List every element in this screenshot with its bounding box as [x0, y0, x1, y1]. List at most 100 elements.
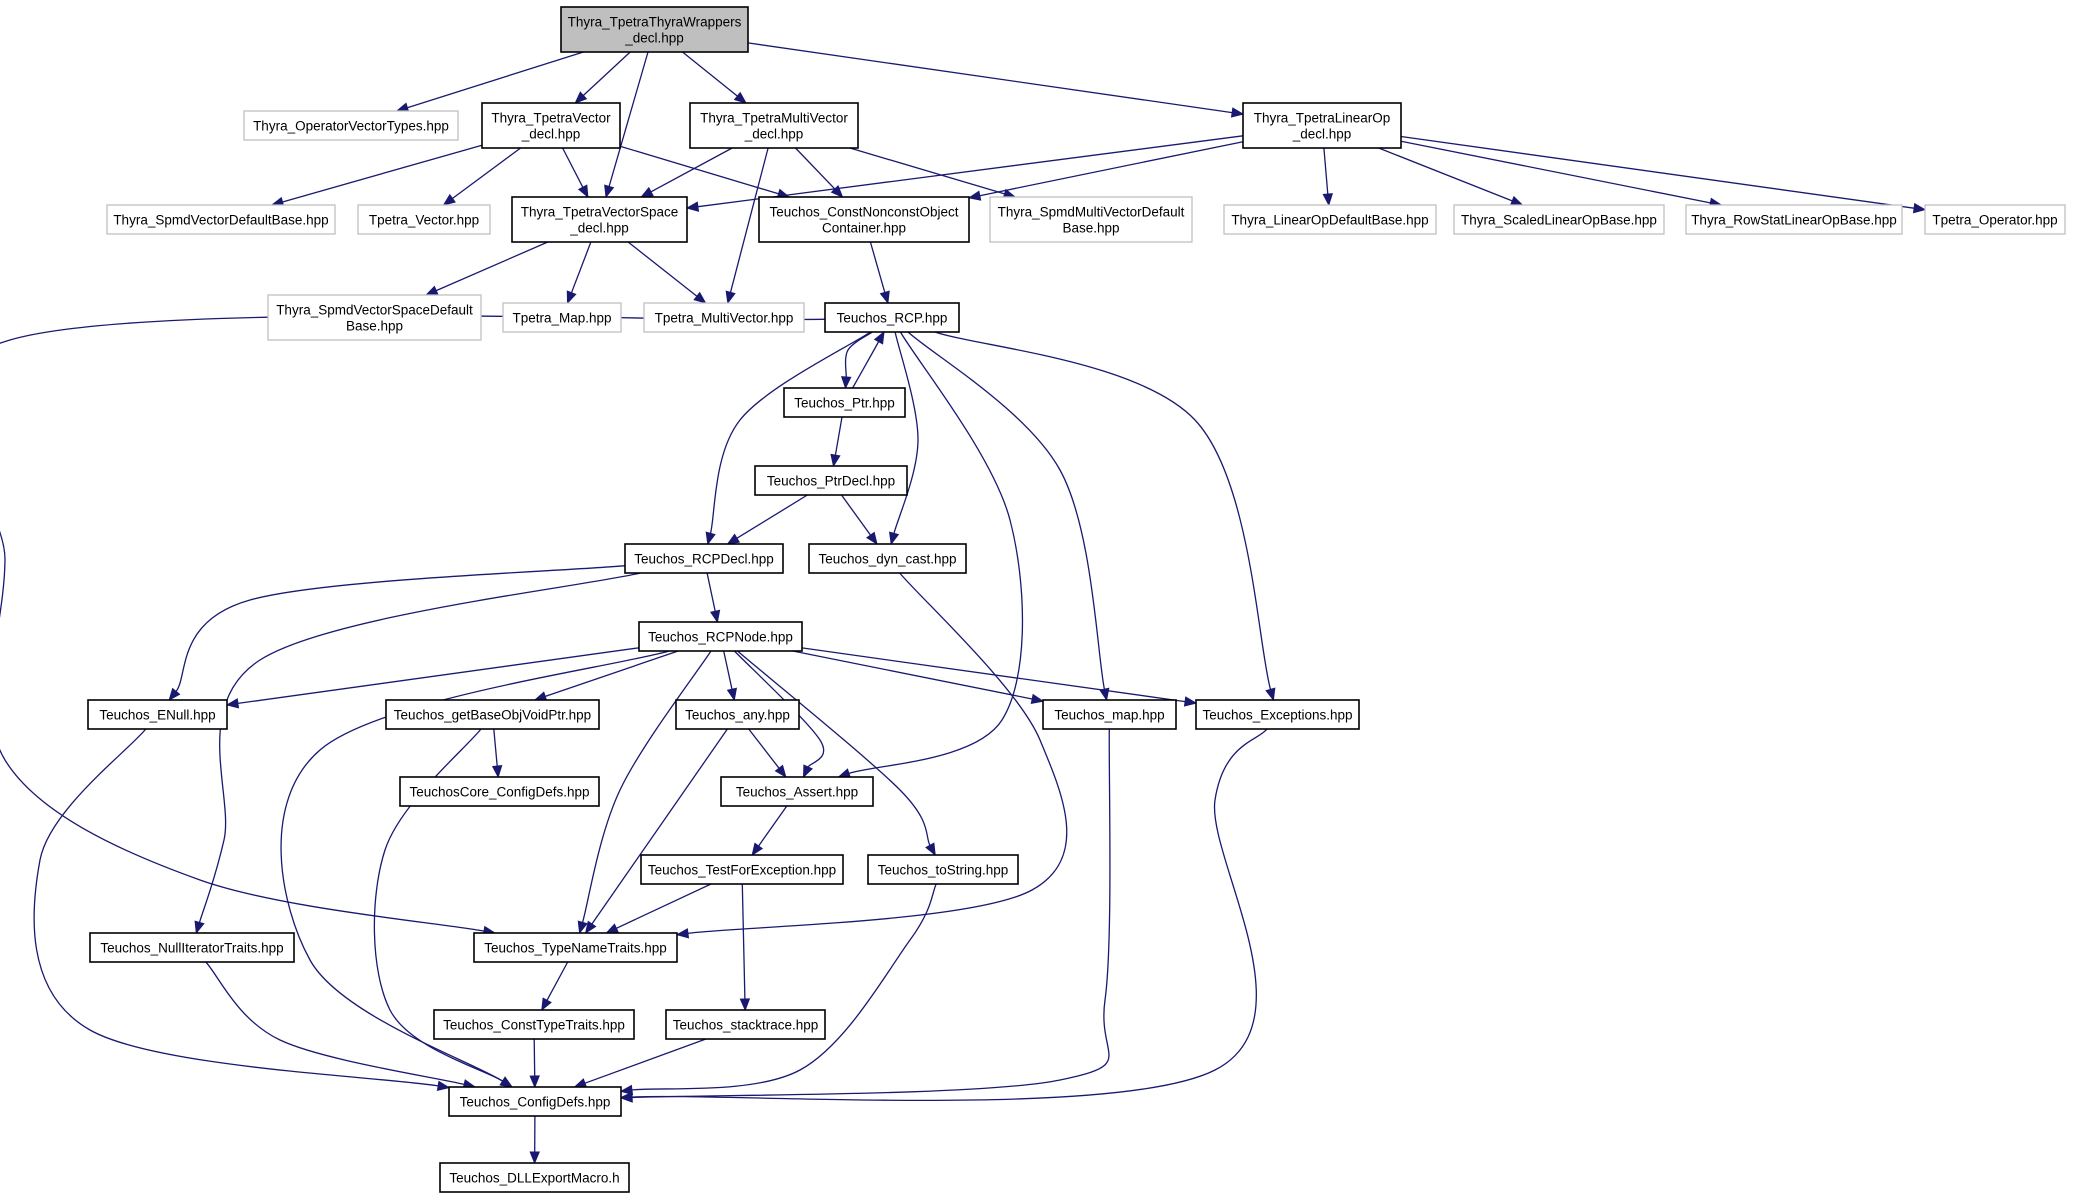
- node-label: Thyra_SpmdVectorSpaceDefault: [276, 303, 473, 318]
- arrowhead: [541, 997, 552, 1012]
- node-tnt[interactable]: Teuchos_TypeNameTraits.hpp: [473, 932, 678, 963]
- node-label: Thyra_LinearOpDefaultBase.hpp: [1231, 213, 1428, 228]
- edge-line: [282, 144, 483, 203]
- edge-ptr-to-ptrdecl: [830, 416, 843, 468]
- edge-tv-to-tpv: [442, 147, 521, 206]
- node-st[interactable]: Teuchos_stacktrace.hpp: [665, 1009, 826, 1040]
- edge-line: [758, 805, 788, 847]
- node-box: [624, 543, 784, 574]
- arrowhead: [830, 453, 841, 468]
- node-tlo[interactable]: Thyra_TpetraLinearOp_decl.hpp: [1242, 102, 1402, 149]
- node-opvt: Thyra_OperatorVectorTypes.hpp: [243, 110, 459, 141]
- node-any[interactable]: Teuchos_any.hpp: [675, 699, 800, 730]
- edge-any-to-assert: [748, 728, 787, 779]
- edge-tfe-to-tnt: [605, 883, 712, 934]
- arrowhead: [424, 285, 439, 296]
- node-dyncast[interactable]: Teuchos_dyn_cast.hpp: [808, 543, 967, 574]
- node-label: Base.hpp: [1062, 221, 1119, 236]
- node-label: Teuchos_Assert.hpp: [736, 785, 858, 800]
- edge-rcp-to-exc: [934, 331, 1276, 702]
- arrowhead: [709, 609, 721, 624]
- node-assert[interactable]: Teuchos_Assert.hpp: [720, 776, 874, 807]
- edge-line: [1400, 135, 1915, 209]
- node-tostr[interactable]: Teuchos_toString.hpp: [867, 854, 1019, 885]
- node-box: [473, 932, 678, 963]
- node-box: [989, 196, 1193, 243]
- node-ctt[interactable]: Teuchos_ConstTypeTraits.hpp: [433, 1009, 635, 1040]
- node-tmv[interactable]: Thyra_TpetraMultiVector_decl.hpp: [689, 102, 859, 149]
- node-map[interactable]: Teuchos_map.hpp: [1042, 699, 1177, 730]
- edge-tostr-to-cfg: [619, 883, 937, 1096]
- node-rcpnode[interactable]: Teuchos_RCPNode.hpp: [638, 621, 803, 652]
- node-label: Teuchos_ConstTypeTraits.hpp: [443, 1018, 625, 1033]
- arrowhead: [1030, 693, 1045, 705]
- node-label: Tpetra_Vector.hpp: [369, 213, 479, 228]
- edge-line: [682, 51, 738, 97]
- arrowhead: [873, 330, 885, 345]
- edge-line: [733, 650, 825, 768]
- node-ptr[interactable]: Teuchos_Ptr.hpp: [783, 387, 906, 418]
- node-tfe[interactable]: Teuchos_TestForException.hpp: [640, 854, 844, 885]
- edge-line: [979, 141, 1244, 197]
- arrowhead: [605, 923, 620, 934]
- edge-rcpnode-to-any: [723, 650, 738, 702]
- node-label: Teuchos_ConfigDefs.hpp: [460, 1095, 611, 1110]
- edge-cfg-to-dll: [529, 1115, 540, 1165]
- edge-rcp-to-ptr: [840, 331, 873, 390]
- edge-line: [801, 647, 1186, 703]
- edge-root-to-tvs: [604, 51, 649, 199]
- arrowhead: [584, 920, 597, 935]
- edge-rcpnode-to-exc: [801, 647, 1198, 707]
- node-label: Teuchos_ConstNonconstObject: [769, 205, 958, 220]
- node-exc[interactable]: Teuchos_Exceptions.hpp: [1195, 699, 1360, 730]
- edge-line: [619, 145, 779, 195]
- node-cfg[interactable]: Teuchos_ConfigDefs.hpp: [448, 1086, 622, 1117]
- node-label: Teuchos_DLLExportMacro.h: [449, 1171, 619, 1186]
- node-tpmv: Tpetra_MultiVector.hpp: [643, 302, 805, 333]
- node-label: _decl.hpp: [569, 221, 629, 236]
- arrowhead: [733, 91, 748, 104]
- edge-line: [33, 728, 439, 1087]
- edge-tvs-to-svsdb: [424, 241, 549, 296]
- edge-line: [237, 647, 640, 705]
- node-label: Teuchos_toString.hpp: [878, 863, 1009, 878]
- node-enull[interactable]: Teuchos_ENull.hpp: [87, 699, 228, 730]
- edge-line: [581, 650, 712, 923]
- node-rslob: Thyra_RowStatLinearOpBase.hpp: [1685, 204, 1903, 235]
- arrowhead: [436, 1080, 451, 1092]
- node-corecfg[interactable]: TeuchosCore_ConfigDefs.hpp: [399, 776, 600, 807]
- node-label: Teuchos_any.hpp: [685, 708, 790, 723]
- node-root[interactable]: Thyra_TpetraThyraWrappers_decl.hpp: [560, 6, 749, 53]
- node-box: [1242, 102, 1402, 149]
- arrowhead: [1183, 696, 1198, 707]
- node-rcpdecl[interactable]: Teuchos_RCPDecl.hpp: [624, 543, 784, 574]
- arrowhead: [1509, 195, 1524, 206]
- node-tpv: Tpetra_Vector.hpp: [357, 204, 491, 235]
- edge-tlo-to-tpo: [1400, 135, 1927, 214]
- edge-line: [736, 494, 808, 539]
- edge-line: [493, 728, 498, 767]
- node-label: Teuchos_TypeNameTraits.hpp: [484, 941, 667, 956]
- node-tv[interactable]: Thyra_TpetraVector_decl.hpp: [481, 102, 621, 149]
- edge-tv-to-tvs: [562, 147, 589, 199]
- arrowhead: [619, 1084, 634, 1096]
- arrowhead: [604, 184, 615, 199]
- node-label: Thyra_TpetraMultiVector: [700, 111, 848, 126]
- arrowhead: [739, 998, 751, 1012]
- edge-line: [840, 494, 872, 536]
- node-gbovp[interactable]: Teuchos_getBaseObjVoidPtr.hpp: [385, 699, 600, 730]
- node-box: [448, 1086, 622, 1117]
- node-box: [675, 699, 800, 730]
- node-label: Container.hpp: [822, 221, 906, 236]
- node-label: Base.hpp: [346, 319, 403, 334]
- edge-line: [709, 331, 871, 534]
- node-dll[interactable]: Teuchos_DLLExportMacro.h: [439, 1162, 630, 1193]
- node-rcp[interactable]: Teuchos_RCP.hpp: [824, 302, 960, 333]
- arrowhead: [685, 201, 700, 212]
- arrowhead: [529, 1075, 540, 1089]
- node-tvs[interactable]: Thyra_TpetraVectorSpace_decl.hpp: [511, 196, 688, 243]
- node-ptrdecl[interactable]: Teuchos_PtrDecl.hpp: [754, 465, 908, 496]
- node-nit[interactable]: Teuchos_NullIteratorTraits.hpp: [89, 932, 295, 963]
- edge-rcp-to-rcpdecl: [705, 331, 871, 546]
